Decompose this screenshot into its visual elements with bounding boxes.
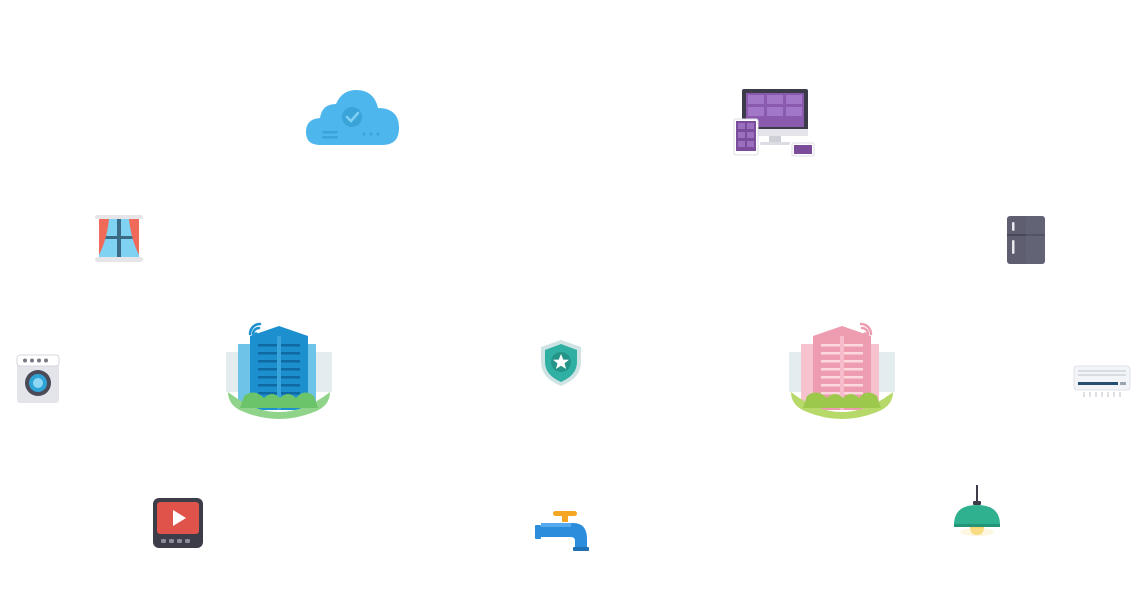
water-faucet-icon	[535, 511, 589, 553]
smart-building-blue-icon	[224, 322, 334, 420]
pendant-lamp-icon	[954, 485, 1000, 537]
video-player-icon	[153, 498, 203, 548]
washing-machine-icon	[16, 354, 60, 403]
refrigerator-icon	[1007, 216, 1045, 264]
security-shield-icon	[541, 340, 581, 386]
curtain-window-icon	[95, 215, 143, 265]
smart-building-pink-icon	[787, 322, 897, 420]
air-conditioner-icon	[1073, 365, 1131, 398]
cloud-check-icon	[306, 90, 400, 146]
multi-device-icon	[733, 89, 816, 157]
